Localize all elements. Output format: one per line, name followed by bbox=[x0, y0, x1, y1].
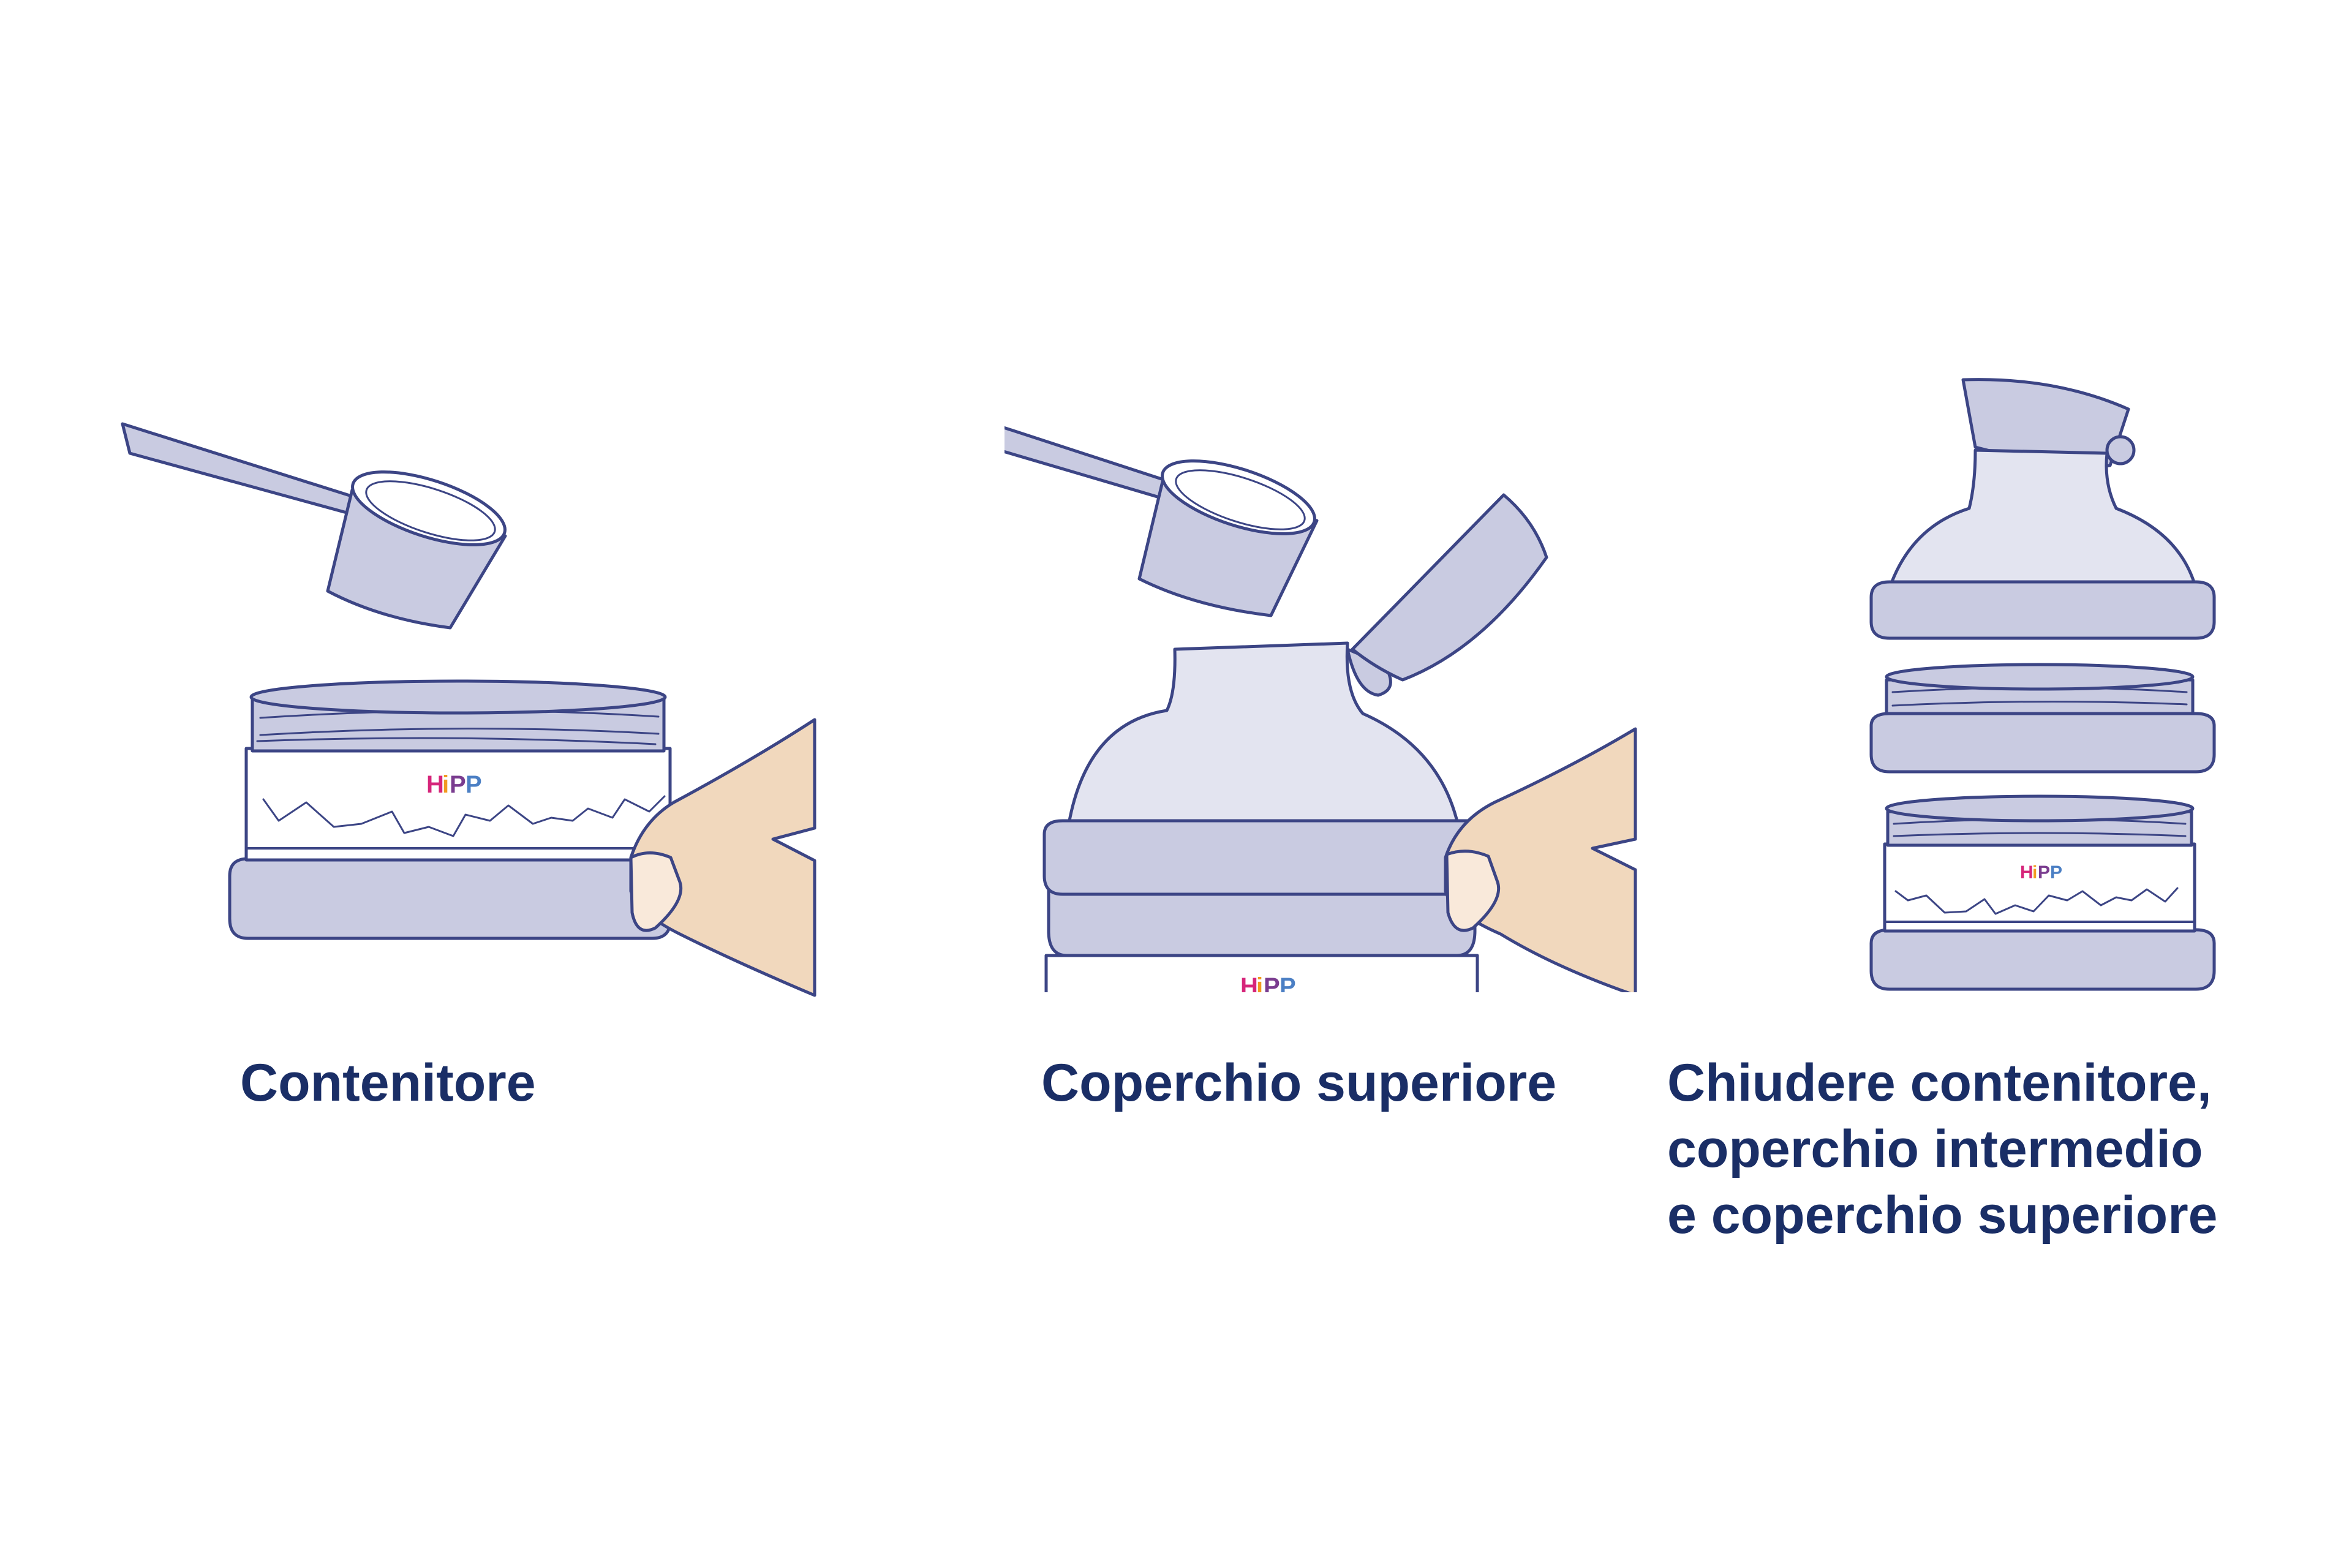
hand-icon bbox=[1444, 727, 1637, 992]
svg-text:H: H bbox=[426, 771, 444, 798]
svg-text:P: P bbox=[450, 771, 466, 798]
step-2-caption: Coperchio superiore bbox=[1041, 1050, 1556, 1116]
step-3-caption: Chiudere contenitore, coperchio intermed… bbox=[1667, 1050, 2218, 1248]
intermediate-lid-icon bbox=[1869, 663, 2216, 774]
top-lid-icon bbox=[1042, 493, 1548, 896]
container-jar-icon bbox=[1869, 794, 2216, 991]
svg-text:P: P bbox=[2038, 862, 2050, 883]
container-jar-icon bbox=[228, 679, 673, 940]
hand-icon bbox=[629, 718, 816, 997]
svg-text:P: P bbox=[1264, 973, 1280, 1000]
svg-text:P: P bbox=[1280, 973, 1296, 1000]
measuring-scoop-icon bbox=[1005, 426, 1319, 617]
hipp-logo: H i P P bbox=[2020, 862, 2062, 883]
svg-text:i: i bbox=[2032, 862, 2037, 883]
svg-text:P: P bbox=[466, 771, 482, 798]
caption-line: Coperchio superiore bbox=[1041, 1054, 1557, 1112]
step-1-illustration: H i P P bbox=[121, 422, 816, 997]
svg-text:P: P bbox=[2050, 862, 2062, 883]
svg-text:i: i bbox=[1256, 973, 1263, 1000]
svg-text:i: i bbox=[442, 771, 449, 798]
hipp-logo: H i P P bbox=[1240, 973, 1296, 1000]
top-lid-icon bbox=[1869, 378, 2216, 640]
caption-line: Chiudere contenitore, bbox=[1667, 1054, 2212, 1112]
caption-line: Contenitore bbox=[240, 1054, 536, 1112]
svg-text:H: H bbox=[1240, 973, 1258, 1000]
measuring-scoop-icon bbox=[121, 422, 507, 630]
caption-line: coperchio intermedio bbox=[1667, 1120, 2203, 1178]
step-2-illustration: H i P P bbox=[1005, 426, 1637, 1000]
caption-line: e coperchio superiore bbox=[1667, 1186, 2218, 1245]
svg-text:H: H bbox=[2020, 862, 2034, 883]
step-1-caption: Contenitore bbox=[240, 1050, 536, 1116]
hipp-logo: H i P P bbox=[426, 771, 482, 798]
step-3-illustration: H i P P bbox=[1869, 378, 2216, 991]
